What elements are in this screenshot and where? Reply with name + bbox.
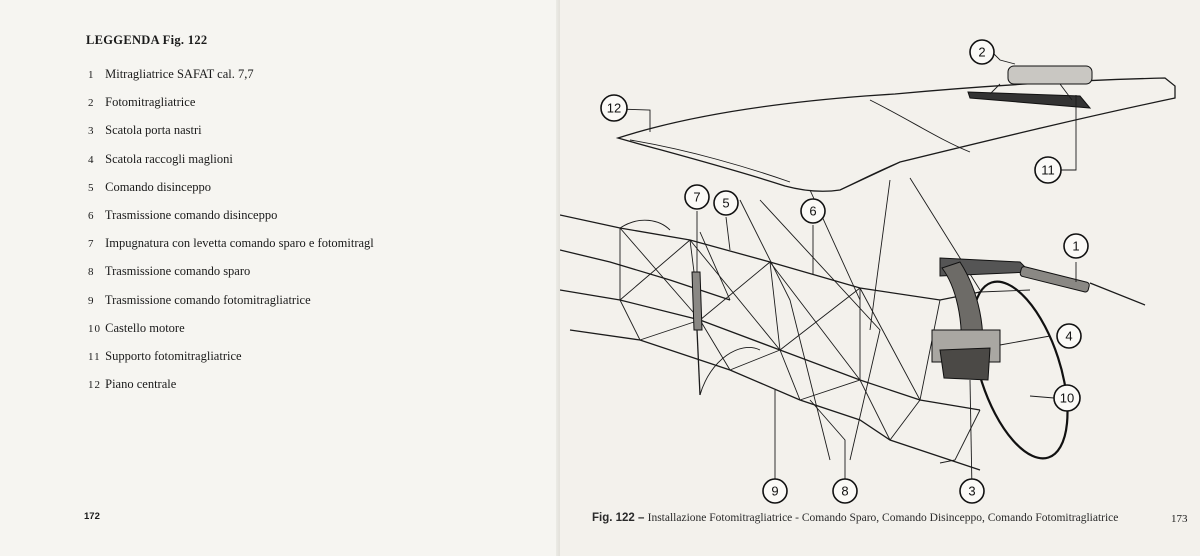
callout-4: 4 xyxy=(1056,323,1082,349)
callout-12: 12 xyxy=(600,94,628,122)
svg-text:11: 11 xyxy=(1041,163,1055,178)
svg-text:9: 9 xyxy=(771,484,778,499)
callout-10: 10 xyxy=(1053,384,1081,412)
callout-8: 8 xyxy=(832,478,858,504)
callout-3: 3 xyxy=(959,478,985,504)
legend-item: 7 Impugnatura con levetta comando sparo … xyxy=(88,235,374,263)
legend-item: 9 Trasmissione comando fotomitragliatric… xyxy=(88,292,374,320)
svg-text:12: 12 xyxy=(607,101,621,116)
legend-item: 11 Supporto fotomitragliatrice xyxy=(88,348,374,376)
legend-label: Trasmissione comando sparo xyxy=(104,264,251,279)
engine-mount-ring-drawing xyxy=(971,280,1069,460)
callout-11: 11 xyxy=(1034,156,1062,184)
legend-item: 1 Mitragliatrice SAFAT cal. 7,7 xyxy=(88,66,374,94)
technical-drawing: 1 2 3 4 5 6 7 8 9 10 11 12 xyxy=(560,39,1176,504)
legend-number: 8 xyxy=(88,266,95,279)
page-number-left: 172 xyxy=(84,511,100,522)
legend-number: 1 xyxy=(88,69,95,81)
legend-item: 8 Trasmissione comando sparo xyxy=(88,263,374,291)
legend-number: 10 xyxy=(88,322,101,335)
legend-number: 12 xyxy=(88,379,101,392)
legend-number: 2 xyxy=(88,97,95,110)
callout-5: 5 xyxy=(713,190,739,216)
legend-label: Scatola raccogli maglioni xyxy=(105,151,233,166)
legend-label: Castello motore xyxy=(105,320,185,335)
legend-item: 4 Scatola raccogli maglioni xyxy=(88,151,374,179)
legend-label: Trasmissione comando fotomitragliatrice xyxy=(104,292,311,307)
callout-1: 1 xyxy=(1063,233,1089,259)
legend-number: 3 xyxy=(88,125,95,138)
legend-number: 4 xyxy=(88,153,95,166)
legend-item: 10 Castello motore xyxy=(88,320,374,348)
legend-number: 9 xyxy=(88,294,95,307)
legend-item: 12 Piano centrale xyxy=(88,376,374,404)
svg-text:6: 6 xyxy=(809,204,816,219)
left-page: LEGGENDA Fig. 122 1 Mitragliatrice SAFAT… xyxy=(0,0,560,556)
legend-list: 1 Mitragliatrice SAFAT cal. 7,7 2 Fotomi… xyxy=(88,66,374,404)
legend-number: 7 xyxy=(88,238,95,251)
legend-number: 6 xyxy=(88,209,95,222)
fuselage-truss-drawing xyxy=(560,177,981,471)
svg-text:8: 8 xyxy=(841,484,848,499)
legend-item: 5 Comando disinceppo xyxy=(88,179,374,207)
legend-item: 6 Trasmissione comando disinceppo xyxy=(88,207,374,235)
right-page xyxy=(560,0,1200,556)
page-number-right: 173 xyxy=(1171,513,1188,525)
legend-label: Fotomitragliatrice xyxy=(105,95,196,110)
legend-label: Supporto fotomitragliatrice xyxy=(105,348,242,363)
callout-2: 2 xyxy=(969,39,995,65)
legend-label: Scatola porta nastri xyxy=(105,123,202,138)
legend-label: Mitragliatrice SAFAT cal. 7,7 xyxy=(105,67,254,81)
svg-text:7: 7 xyxy=(693,190,700,205)
legend-number: 11 xyxy=(88,350,101,363)
svg-text:10: 10 xyxy=(1060,391,1074,406)
svg-text:4: 4 xyxy=(1065,329,1072,344)
legend-item: 3 Scatola porta nastri xyxy=(88,122,374,150)
photo-gun-drawing xyxy=(967,65,1093,109)
svg-text:3: 3 xyxy=(968,484,975,499)
legend-title: LEGGENDA Fig. 122 xyxy=(86,33,208,47)
callout-6: 6 xyxy=(800,198,826,224)
callout-7: 7 xyxy=(684,184,710,210)
svg-text:2: 2 xyxy=(978,45,985,60)
figure-caption: Fig. 122 – Installazione Fotomitragliatr… xyxy=(592,512,1119,524)
svg-text:1: 1 xyxy=(1072,239,1079,254)
legend-label: Trasmissione comando disinceppo xyxy=(104,207,278,222)
legend-label: Piano centrale xyxy=(105,377,177,392)
caption-fig-label: Fig. 122 xyxy=(592,512,635,524)
legend-label: Impugnatura con levetta comando sparo e … xyxy=(105,236,374,251)
central-wing-drawing xyxy=(615,77,1176,192)
svg-text:5: 5 xyxy=(722,196,729,211)
callout-9: 9 xyxy=(762,478,788,504)
legend-number: 5 xyxy=(88,181,95,194)
caption-text: Installazione Fotomitragliatrice - Coman… xyxy=(647,512,1119,524)
machine-gun-drawing xyxy=(931,257,1146,381)
legend-item: 2 Fotomitragliatrice xyxy=(88,94,374,122)
legend-label: Comando disinceppo xyxy=(105,179,212,194)
